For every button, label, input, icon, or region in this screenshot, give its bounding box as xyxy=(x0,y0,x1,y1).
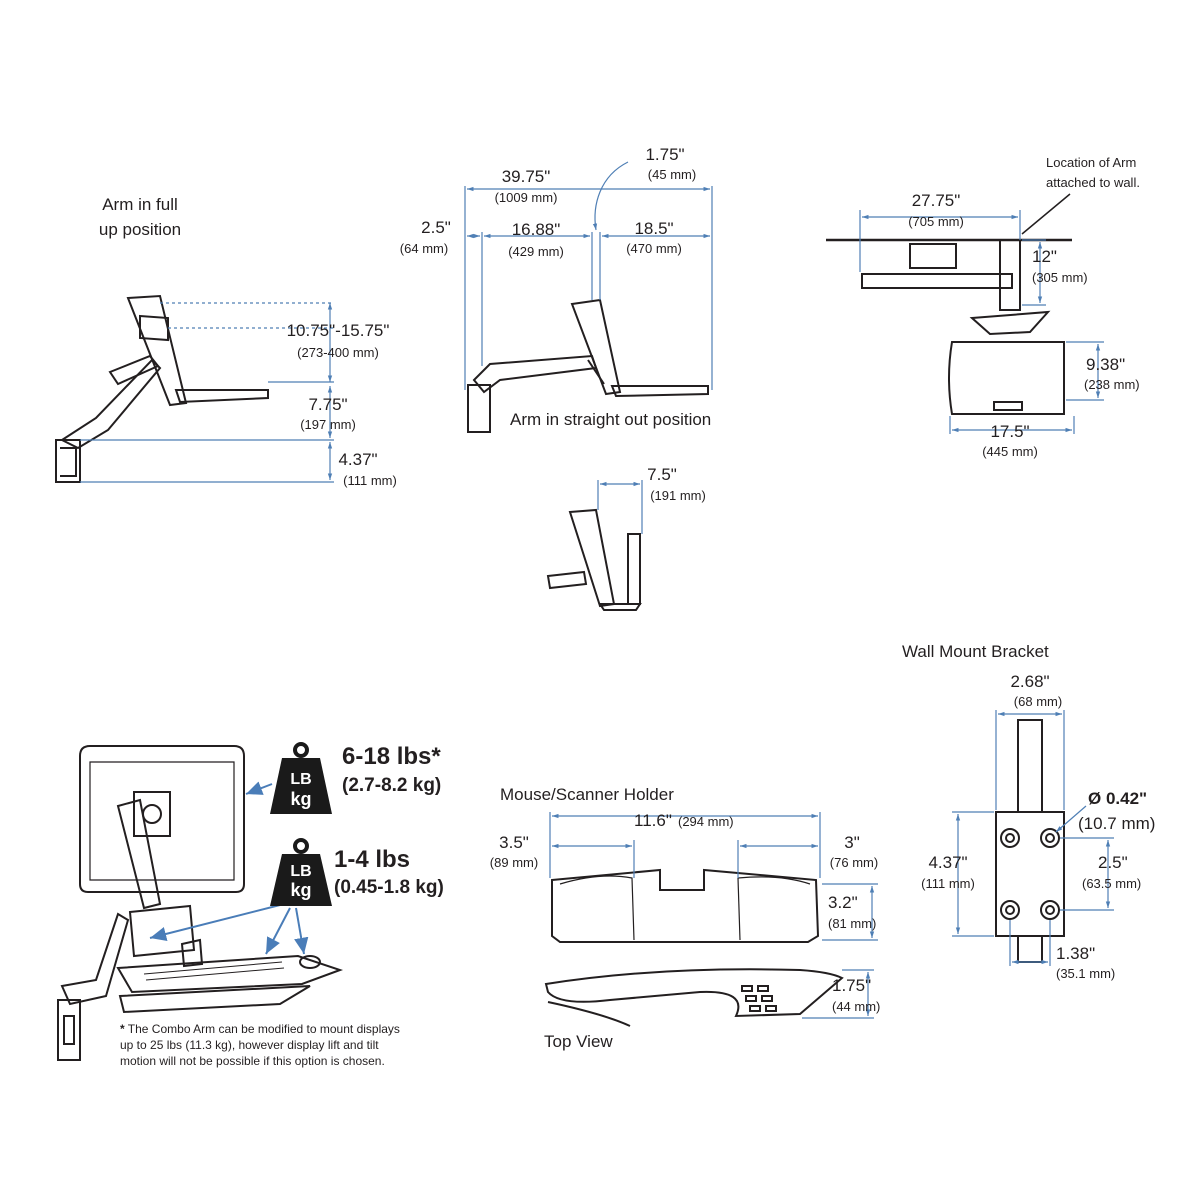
plan-view-dimension-lines xyxy=(859,210,1104,434)
full-up-keyboard-drop-mm: (197 mm) xyxy=(300,417,356,432)
plan-tray-width: 17.5" xyxy=(990,422,1030,441)
mouse-depth: 3.2" xyxy=(828,893,858,912)
plan-width-mm: (705 mm) xyxy=(908,214,964,229)
mouse-depth-mm: (81 mm) xyxy=(828,916,877,931)
mouse-left-pocket: 3.5" xyxy=(499,833,529,852)
folded-arm-drawing xyxy=(546,508,642,611)
bracket-hole-mm: (10.7 mm) xyxy=(1078,814,1156,833)
bracket-hole: Ø 0.42" xyxy=(1088,789,1148,808)
badge-monitor-kg: kg xyxy=(290,789,312,809)
straight-out-offset-mm: (45 mm) xyxy=(647,167,697,182)
location-note-line1: Location of Arm xyxy=(1046,155,1137,170)
straight-out-wall-gap: 2.5" xyxy=(421,218,451,237)
weight-arrows xyxy=(149,781,309,955)
bracket-hole-spacing-h-mm: (35.1 mm) xyxy=(1056,966,1116,981)
bracket-height-mm: (111 mm) xyxy=(921,876,975,891)
workstation-illustration xyxy=(57,745,344,1061)
footnote-star: * xyxy=(120,1022,125,1036)
folded-depth-mm: (191 mm) xyxy=(650,488,706,503)
top-view-label: Top View xyxy=(544,1032,613,1051)
bracket-width-mm: (68 mm) xyxy=(1013,694,1063,709)
bracket-height: 4.37" xyxy=(928,853,968,872)
weight-footnote: * The Combo Arm can be modified to mount… xyxy=(120,1021,410,1070)
mouse-holder-title: Mouse/Scanner Holder xyxy=(500,785,674,804)
full-up-keyboard-drop: 7.75" xyxy=(308,395,348,414)
straight-out-caption: Arm in straight out position xyxy=(510,410,712,429)
full-up-arm-drawing xyxy=(55,294,269,483)
tray-weight-kg: (0.45-1.8 kg) xyxy=(334,877,444,898)
mouse-height-mm: (44 mm) xyxy=(832,999,881,1014)
straight-out-head-reach-mm: (470 mm) xyxy=(626,241,682,256)
full-up-caption-line2: up position xyxy=(98,220,182,239)
monitor-weight-kg: (2.7-8.2 kg) xyxy=(342,775,442,796)
badge-tray-lb: LB xyxy=(290,863,312,880)
folded-depth: 7.5" xyxy=(647,465,677,484)
footnote-text: The Combo Arm can be modified to mount d… xyxy=(120,1022,400,1069)
mouse-right-pocket-mm: (76 mm) xyxy=(829,855,879,870)
wall-bracket-drawing xyxy=(995,719,1065,963)
plan-tray-width-mm: (445 mm) xyxy=(982,444,1038,459)
straight-out-overall: 39.75" xyxy=(501,167,551,186)
full-up-base-height: 4.37" xyxy=(338,450,378,469)
location-note-line2: attached to wall. xyxy=(1046,175,1140,190)
mouse-right-pocket: 3" xyxy=(844,833,860,852)
straight-out-offset: 1.75" xyxy=(645,145,685,164)
mouse-left-pocket-mm: (89 mm) xyxy=(489,855,539,870)
full-up-height-range: 10.75"-15.75" xyxy=(286,321,390,340)
straight-out-arm-reach: 16.88" xyxy=(511,220,561,239)
mouse-holder-dimension-lines xyxy=(549,812,878,1019)
folded-dimension-lines xyxy=(597,480,643,534)
straight-out-head-reach: 18.5" xyxy=(634,219,674,238)
mouse-holder-drawing xyxy=(544,868,844,1027)
plan-tray-depth-mm: (238 mm) xyxy=(1084,377,1140,392)
weight-badges xyxy=(270,742,332,906)
bracket-hole-spacing-v-mm: (63.5 mm) xyxy=(1082,876,1142,891)
straight-out-overall-mm: (1009 mm) xyxy=(494,190,558,205)
straight-out-arm-reach-mm: (429 mm) xyxy=(508,244,564,259)
plan-tray-depth: 9.38" xyxy=(1086,355,1126,374)
plan-depth: 12" xyxy=(1032,247,1057,266)
bracket-width: 2.68" xyxy=(1010,672,1050,691)
full-up-caption-line1: Arm in full xyxy=(102,195,178,214)
full-up-base-height-mm: (111 mm) xyxy=(343,473,397,488)
straight-out-dimension-lines xyxy=(464,161,713,390)
straight-out-wall-gap-mm: (64 mm) xyxy=(399,241,449,256)
mouse-overall: 11.6" xyxy=(634,811,672,830)
monitor-weight: 6-18 lbs* xyxy=(342,743,441,770)
bracket-hole-spacing-v: 2.5" xyxy=(1098,853,1128,872)
badge-tray-kg: kg xyxy=(290,880,312,900)
badge-monitor-lb: LB xyxy=(290,771,312,788)
wall-bracket-dimension-lines xyxy=(952,710,1114,966)
full-up-height-range-mm: (273-400 mm) xyxy=(297,345,379,360)
straight-out-arm-drawing xyxy=(467,298,709,433)
plan-view-drawing xyxy=(826,193,1072,415)
tray-weight: 1-4 lbs xyxy=(334,846,411,873)
plan-depth-mm: (305 mm) xyxy=(1032,270,1088,285)
full-up-dimension-lines xyxy=(80,302,334,483)
mouse-height: 1.75" xyxy=(832,976,872,995)
wall-bracket-title: Wall Mount Bracket xyxy=(902,642,1049,661)
bracket-hole-spacing-h: 1.38" xyxy=(1056,944,1096,963)
mouse-overall-mm: (294 mm) xyxy=(678,814,734,829)
plan-width: 27.75" xyxy=(911,191,961,210)
